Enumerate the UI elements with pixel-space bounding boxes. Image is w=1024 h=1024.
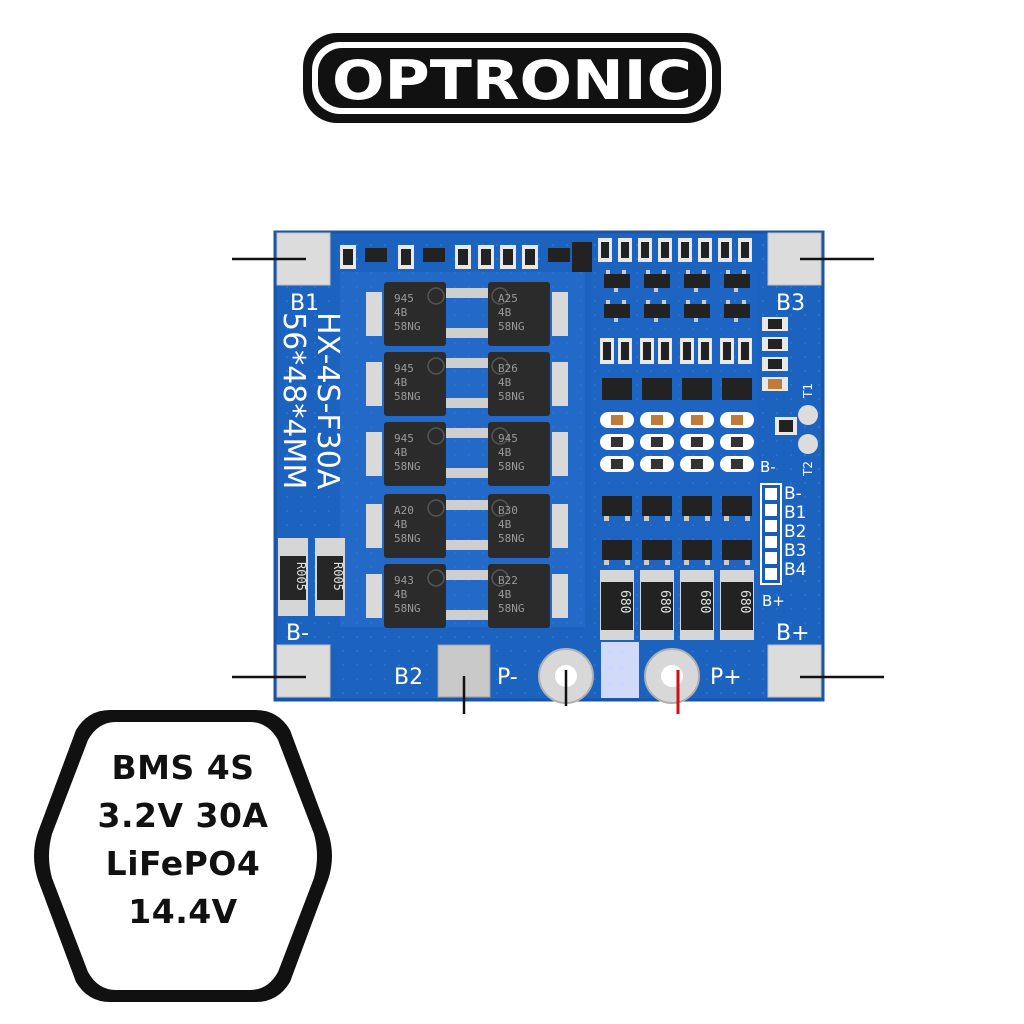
label-p-plus: P+ — [710, 665, 742, 690]
mosfet-marking: 4B — [498, 306, 512, 319]
discharge-resistor: 680 — [720, 570, 754, 640]
balance-connector — [760, 483, 782, 585]
mosfet-marking: 58NG — [498, 390, 525, 403]
label-conn-b1: B1 — [784, 503, 806, 523]
mosfet-marking: 58NG — [394, 532, 421, 545]
mosfet-marking: 4B — [394, 446, 408, 459]
label-b-minus: B- — [286, 621, 309, 646]
resistor-marking: 680 — [657, 590, 672, 613]
balance-circuit — [600, 270, 754, 565]
label-inner-b-minus: B- — [760, 458, 776, 476]
mosfet-marking: 58NG — [394, 320, 421, 333]
mosfet-marking: 945 — [498, 432, 518, 445]
pad-b-plus — [767, 644, 822, 698]
mosfet-marking: B30 — [498, 504, 518, 517]
label-conn-b-plus: B+ — [762, 592, 785, 610]
mosfet-marking: 58NG — [498, 602, 525, 615]
mosfet-marking: 58NG — [498, 460, 525, 473]
discharge-resistor: 680 — [680, 570, 714, 640]
mosfet-marking: 4B — [498, 518, 512, 531]
mosfet-marking: 943 — [394, 574, 414, 587]
wires — [232, 257, 884, 714]
pad-b-minus — [276, 644, 331, 698]
label-size: 56*48*4MM — [276, 312, 311, 489]
badge-line-3: LiFePO4 — [105, 844, 261, 883]
mosfet-marking: 4B — [394, 376, 408, 389]
label-p-minus: P- — [497, 665, 518, 690]
label-b3: B3 — [776, 291, 805, 316]
mosfet-marking: 58NG — [498, 532, 525, 545]
label-conn-b3: B3 — [784, 541, 806, 561]
mosfet-marking: 945 — [394, 292, 414, 305]
label-b-plus: B+ — [776, 621, 810, 646]
mosfet-marking: B22 — [498, 574, 518, 587]
top-resistor-row — [340, 242, 592, 272]
label-conn-b2: B2 — [784, 522, 806, 542]
mosfet-marking: 58NG — [394, 460, 421, 473]
mosfet-marking: 58NG — [394, 602, 421, 615]
right-edge-parts — [762, 317, 818, 454]
thermistor-pad-t2 — [798, 434, 818, 454]
thermistor-pad-t1 — [798, 405, 818, 425]
mosfet-marking: 945 — [394, 362, 414, 375]
mosfet-marking: B26 — [498, 362, 518, 375]
mosfet-marking: A20 — [394, 504, 414, 517]
label-t1: T1 — [801, 383, 815, 399]
shunt-resistor: R005 — [315, 538, 345, 616]
current-shunts: R005 R005 — [278, 538, 345, 616]
badge-line-2: 3.2V 30A — [97, 796, 269, 835]
label-conn-b4: B4 — [784, 560, 806, 580]
mosfet-marking: 58NG — [498, 320, 525, 333]
mosfet-marking: 4B — [394, 588, 408, 601]
mosfet-marking: 4B — [394, 518, 408, 531]
shunt-marking: R005 — [294, 562, 308, 591]
mosfet-marking: 4B — [394, 306, 408, 319]
mosfet-marking: 4B — [498, 588, 512, 601]
resistor-marking: 680 — [737, 590, 752, 613]
badge-line-4: 14.4V — [128, 892, 238, 931]
mosfet-marking: 945 — [394, 432, 414, 445]
discharge-resistor: 680 — [640, 570, 674, 640]
mosfet-marking: 4B — [498, 446, 512, 459]
mosfet-array: 9454B58NGA254B58NG9454B58NGB264B58NG9454… — [366, 282, 568, 628]
mosfet-marking: 4B — [498, 376, 512, 389]
badge-line-1: BMS 4S — [111, 748, 255, 787]
resistor-marking: 680 — [617, 590, 632, 613]
label-model: HX-4S-F30A — [310, 312, 345, 490]
logo-text: OPTRONIC — [332, 49, 692, 112]
label-b2: B2 — [394, 665, 423, 690]
mosfet-marking: 58NG — [394, 390, 421, 403]
label-t2: T2 — [801, 461, 815, 477]
optronic-logo: OPTRONIC — [303, 33, 721, 123]
shunt-marking: R005 — [331, 562, 345, 591]
mosfet-marking: A25 — [498, 292, 518, 305]
label-conn-b-minus: B- — [784, 484, 802, 504]
resistor-marking: 680 — [697, 590, 712, 613]
label-b1: B1 — [290, 291, 319, 316]
discharge-resistors: 680 680 680 680 — [600, 570, 754, 640]
discharge-resistor: 680 — [600, 570, 634, 640]
shunt-resistor: R005 — [278, 538, 308, 616]
spec-badge — [34, 710, 332, 1002]
